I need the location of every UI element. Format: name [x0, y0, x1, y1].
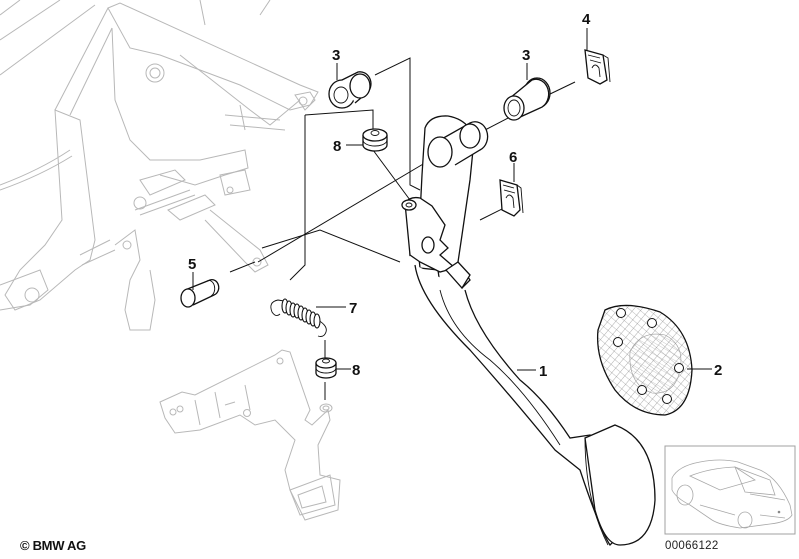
- callout-3b-label: 3: [522, 47, 530, 64]
- callout-7: 7: [316, 300, 357, 317]
- callout-1: 1: [517, 363, 547, 380]
- pedal-box-bracket-ghost: [0, 0, 319, 331]
- pedal-lever[interactable]: [401, 115, 656, 547]
- callout-3b: 3: [522, 47, 530, 80]
- callout-4: 4: [582, 11, 591, 50]
- car-icon: [671, 459, 793, 529]
- callout-5: 5: [188, 256, 196, 290]
- callout-7-label: 7: [349, 300, 357, 317]
- clip-lower[interactable]: [499, 179, 524, 217]
- bushing-left[interactable]: [328, 71, 372, 109]
- assembly-lines: [229, 57, 576, 400]
- diagram-number: 00066122: [665, 540, 719, 552]
- callout-8b: 8: [336, 362, 360, 379]
- car-thumbnail[interactable]: [664, 445, 796, 535]
- callout-5-label: 5: [188, 256, 196, 273]
- callout-3a-label: 3: [332, 47, 340, 64]
- pin[interactable]: [180, 279, 220, 308]
- rubber-buffer-lower[interactable]: [315, 357, 337, 379]
- pedal-pad[interactable]: [596, 304, 693, 416]
- callout-1-label: 1: [539, 363, 547, 380]
- callout-8b-label: 8: [352, 362, 360, 379]
- callout-4-label: 4: [582, 11, 591, 28]
- callout-2: 2: [687, 362, 722, 379]
- copyright-notice: © BMW AG: [20, 538, 86, 553]
- rubber-buffer-upper[interactable]: [362, 128, 388, 152]
- callout-3a: 3: [332, 47, 340, 80]
- bushing-right[interactable]: [503, 77, 551, 121]
- callout-6: 6: [509, 149, 517, 182]
- return-spring[interactable]: [270, 298, 327, 337]
- callout-6-label: 6: [509, 149, 517, 166]
- callout-2-label: 2: [714, 362, 722, 379]
- callout-8a: 8: [333, 138, 363, 155]
- clip-upper[interactable]: [584, 49, 611, 85]
- lower-bracket-ghost: [159, 349, 341, 521]
- callout-8a-label: 8: [333, 138, 341, 155]
